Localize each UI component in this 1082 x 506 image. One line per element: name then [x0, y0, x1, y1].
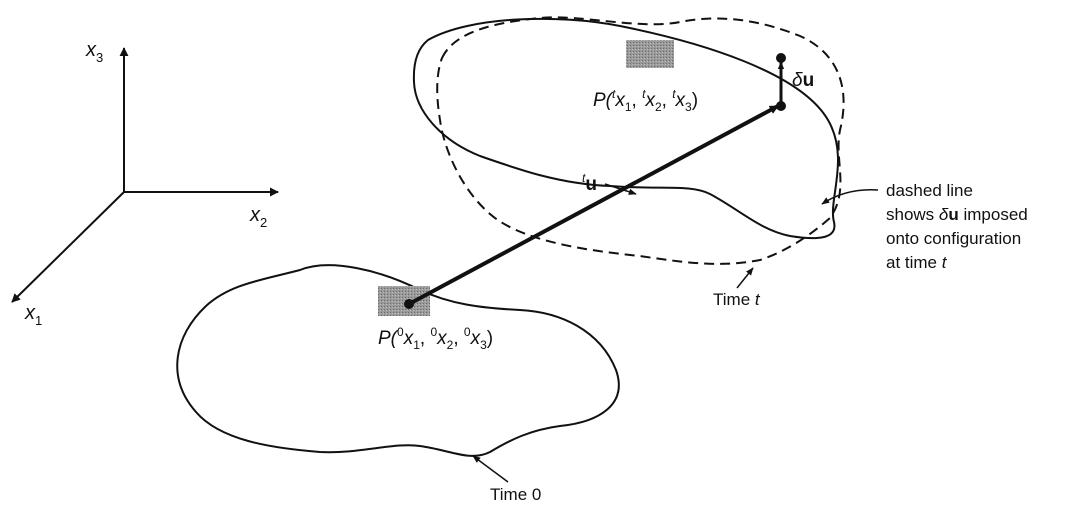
- x3-axis-label: x3: [85, 39, 103, 65]
- dashed-note-leader: [821, 189, 879, 205]
- displacement-vector-tu: [408, 104, 779, 306]
- point-time-0-label: P(0x1, 0x2, 0x3): [378, 325, 493, 352]
- body-dashed-outline: [436, 16, 845, 265]
- x1-axis: [11, 191, 125, 303]
- virtual-displacement-tip: [776, 53, 786, 63]
- time-0-pointer: [472, 455, 509, 483]
- dashed-note-line2: shows δu imposed: [886, 205, 1028, 224]
- point-time-0: [404, 299, 414, 309]
- material-patch-time-0: [378, 286, 430, 316]
- dashed-note-line3: onto configuration: [886, 229, 1021, 248]
- time-t-pointer: [736, 267, 754, 289]
- point-time-t-label: P(tx1, tx2, tx3): [593, 87, 698, 114]
- coordinate-axes: x3 x2 x1: [11, 39, 279, 328]
- time-0-label: Time 0: [490, 485, 541, 504]
- dashed-note-line4: at time t: [886, 253, 948, 272]
- dashed-note-line1: dashed line: [886, 181, 973, 200]
- body-time-t-outline: [412, 17, 840, 240]
- dashed-line-note: dashed line shows δu imposed onto config…: [821, 181, 1028, 272]
- displacement-label-pointer: [604, 183, 637, 195]
- displacement-label: tu: [582, 171, 597, 195]
- x2-axis-label: x2: [249, 204, 267, 230]
- body-time-0-outline: [176, 264, 620, 457]
- virtual-displacement-label: δu: [792, 70, 814, 91]
- time-t-label: Time t: [713, 290, 761, 309]
- material-patch-time-t: [626, 40, 674, 68]
- x1-axis-label: x1: [24, 302, 42, 328]
